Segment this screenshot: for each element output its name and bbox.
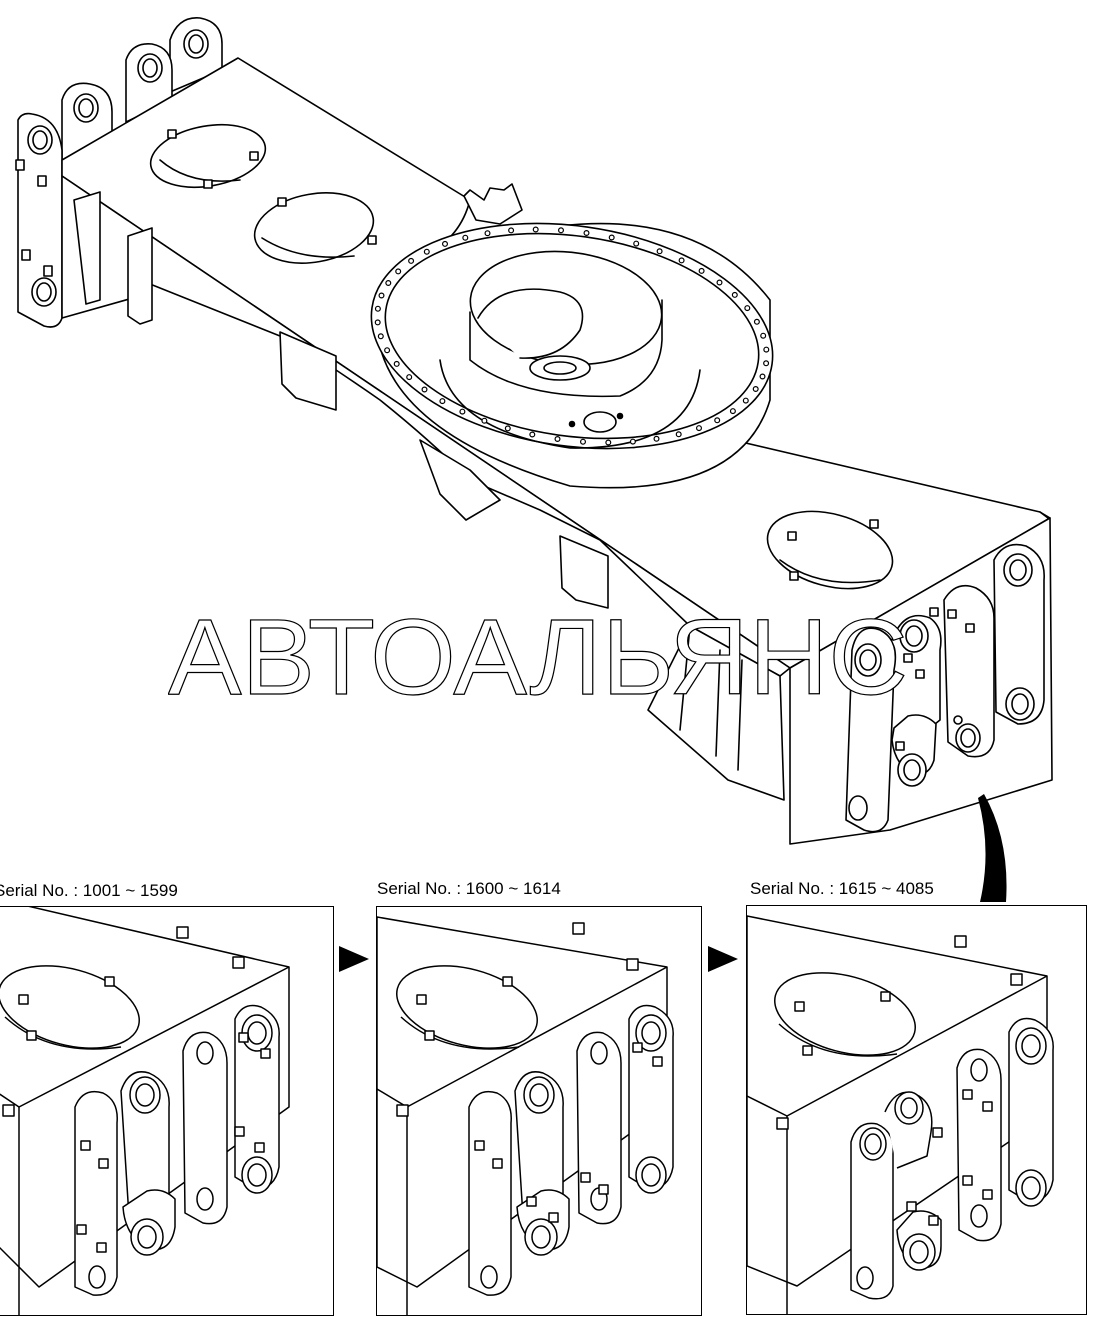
bolt-hole [377, 333, 384, 340]
inset-1-drawing [0, 907, 290, 1315]
serial-label-3: Serial No. : 1615 ~ 4085 [750, 879, 934, 898]
bolt-hole [760, 332, 767, 339]
inset-3-drawing [747, 915, 1054, 1314]
bolt-hole [763, 360, 770, 367]
top-plate-studs [167, 129, 879, 581]
top-plate-openings [149, 123, 894, 590]
bolt-hole [695, 425, 702, 432]
bolt-hole [532, 226, 539, 233]
bolt-hole [529, 431, 536, 438]
bolt-hole [742, 397, 749, 404]
front-base-plate [647, 625, 785, 801]
bolt-hole [698, 267, 705, 274]
bolt-hole [675, 431, 682, 438]
bolt-hole [374, 305, 381, 312]
bolt-hole [678, 257, 685, 264]
bolt-hole [759, 373, 766, 380]
bolt-hole [716, 279, 723, 286]
ring-bolt-holes [374, 226, 770, 446]
main-frame-drawing [15, 17, 1053, 845]
bolt-hole [484, 230, 491, 237]
bolt-hole [393, 360, 400, 367]
bolt-hole [378, 292, 385, 299]
bolt-hole [656, 248, 663, 255]
detail-inset-2 [376, 906, 702, 1316]
bolt-hole [462, 234, 469, 241]
bolt-hole [579, 438, 586, 445]
watermark: АВТОАЛЬЯНС [168, 602, 909, 712]
bolt-hole [731, 291, 738, 298]
bolt-hole [508, 227, 515, 234]
bolt-hole [753, 318, 760, 325]
watermark-text: АВТОАЛЬЯНС [168, 602, 908, 712]
bolt-hole [384, 347, 391, 354]
front-pin-lugs [845, 543, 1045, 833]
bolt-hole [714, 417, 721, 424]
serial-label-1: Serial No. : 1001 ~ 1599 [0, 881, 178, 900]
bolt-hole [421, 386, 428, 393]
serial-label-2: Serial No. : 1600 ~ 1614 [377, 879, 561, 898]
bolt-hole [744, 305, 751, 312]
sequence-arrow-icon [708, 946, 738, 972]
curved-arrow-icon [978, 794, 1007, 902]
bolt-hole [608, 234, 615, 241]
bolt-hole [554, 436, 561, 443]
side-brackets [73, 183, 609, 609]
bolt-hole [504, 425, 511, 432]
bolt-hole [583, 230, 590, 237]
bolt-hole [763, 346, 770, 353]
sequence-arrow-icon [339, 946, 369, 972]
bolt-hole [729, 408, 736, 415]
bolt-hole [633, 240, 640, 247]
slewing-ring [370, 222, 774, 489]
detail-inset-3 [746, 905, 1087, 1315]
bolt-hole [385, 280, 392, 287]
bolt-hole [481, 417, 488, 424]
bolt-hole [605, 439, 612, 446]
bolt-hole [395, 268, 402, 275]
bolt-hole [406, 374, 413, 381]
inset-2-drawing [377, 916, 674, 1315]
bolt-hole [629, 438, 636, 445]
bolt-hole [459, 408, 466, 415]
bolt-hole [374, 319, 381, 326]
bolt-hole [423, 248, 430, 255]
bolt-hole [653, 435, 660, 442]
bolt-hole [442, 240, 449, 247]
bolt-hole [557, 227, 564, 234]
bolt-hole [408, 257, 415, 264]
bolt-hole [752, 386, 759, 393]
bolt-hole [439, 398, 446, 405]
detail-inset-1 [0, 906, 334, 1316]
